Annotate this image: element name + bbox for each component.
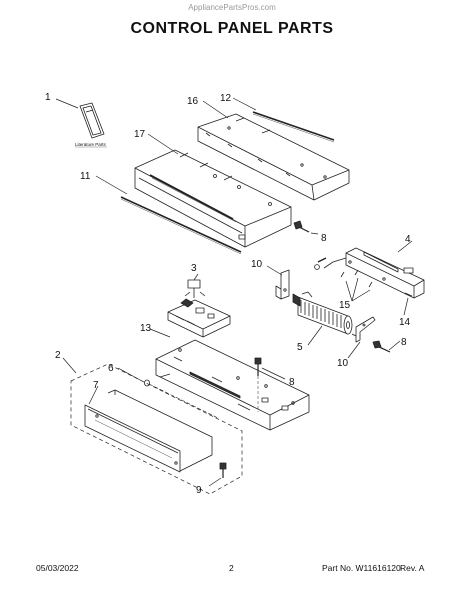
- callout-8-lower: 8: [289, 377, 295, 388]
- callout-1: 1: [45, 92, 51, 103]
- callout-13: 13: [140, 323, 152, 334]
- callout-8-right: 8: [401, 337, 407, 348]
- screw-part-8-lower: [254, 357, 262, 412]
- mounting-plate-part-13: [155, 339, 310, 431]
- bracket-part-10-upper: [275, 269, 290, 300]
- callout-6: 6: [108, 363, 114, 374]
- screw-part-8-upper: [293, 220, 310, 233]
- callout-16: 16: [187, 96, 199, 107]
- callout-9: 9: [196, 485, 202, 496]
- callout-12: 12: [220, 93, 232, 104]
- control-board-part-3: [167, 279, 231, 338]
- control-housing-part-17: [134, 149, 292, 248]
- footer-part-number: Part No. W11616120: [322, 563, 401, 573]
- rod-part-12: [252, 111, 335, 143]
- front-panel-part-7: [84, 389, 213, 473]
- screw-part-9: [219, 462, 227, 478]
- upper-cover-part-16: [197, 113, 350, 201]
- callout-numbers: 1 2 3 4 5 6 7 8 8 8 9 10 10 11 12 13 14 …: [45, 92, 411, 496]
- callout-2: 2: [55, 350, 61, 361]
- footer-date: 05/03/2022: [36, 563, 79, 573]
- bracket-part-10-lower: [351, 316, 376, 343]
- callout-15: 15: [339, 300, 351, 311]
- bracket-part-4: [314, 247, 425, 299]
- callout-11: 11: [80, 171, 91, 182]
- screw-part-8-right: [372, 340, 391, 353]
- footer-page-number: 2: [229, 563, 234, 573]
- assembly-outline-part-2: [70, 363, 243, 495]
- callout-17: 17: [134, 129, 146, 140]
- literature-booklet: [79, 102, 105, 139]
- rod-part-11: [120, 196, 242, 255]
- literature-label: Literature Parts: [75, 142, 107, 147]
- callout-3: 3: [191, 263, 197, 274]
- callout-10-lower: 10: [337, 358, 349, 369]
- screws-part-15: [340, 269, 373, 288]
- leader-lines: [55, 97, 413, 487]
- blower-fan-part-5: [292, 291, 353, 335]
- callout-4: 4: [405, 234, 411, 245]
- callout-7: 7: [93, 380, 99, 391]
- callout-14: 14: [399, 317, 411, 328]
- page-title: CONTROL PANEL PARTS: [130, 20, 334, 37]
- footer-revision: Rev. A: [400, 563, 425, 573]
- watermark: AppliancePartsPros.com: [188, 3, 276, 12]
- callout-5: 5: [297, 342, 303, 353]
- callout-10-upper: 10: [251, 259, 263, 270]
- callout-8-upper: 8: [321, 233, 327, 244]
